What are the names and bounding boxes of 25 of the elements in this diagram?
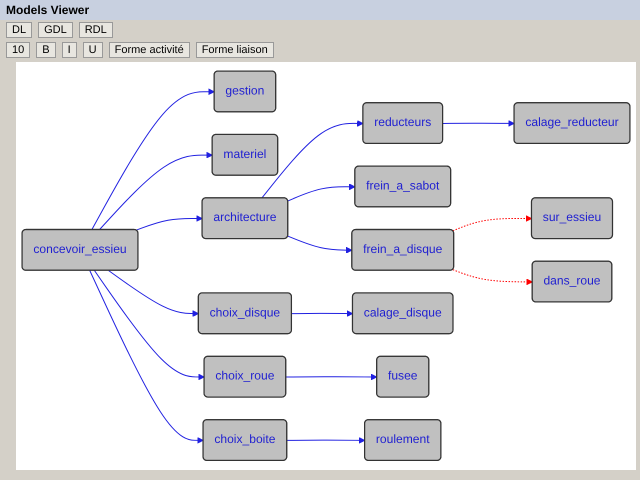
arrow — [261, 120, 364, 199]
arrow — [136, 215, 203, 231]
arrow — [287, 184, 356, 202]
arrow — [286, 374, 378, 381]
tab: RDL — [78, 22, 113, 38]
toolbar-button: 10 — [6, 42, 30, 58]
arrow — [287, 236, 352, 254]
arrow — [452, 269, 533, 286]
toolbar-button: U — [82, 42, 103, 58]
arrow — [94, 270, 205, 381]
window-title: Models Viewer — [0, 0, 640, 20]
tab: GDL — [38, 22, 73, 38]
arrow — [286, 437, 366, 444]
arrow — [452, 215, 532, 232]
arrow — [89, 270, 204, 444]
toolbar-button: I — [62, 42, 77, 58]
tab: DL — [6, 22, 32, 38]
arrow — [108, 270, 199, 318]
toolbar-button: Forme activité — [108, 42, 190, 58]
toolbar-button: Forme liaison — [196, 42, 274, 58]
arrow — [442, 120, 515, 127]
arrow — [91, 88, 215, 231]
toolbar-button: B — [36, 42, 56, 58]
arrow — [291, 310, 354, 318]
arrow — [98, 152, 213, 231]
